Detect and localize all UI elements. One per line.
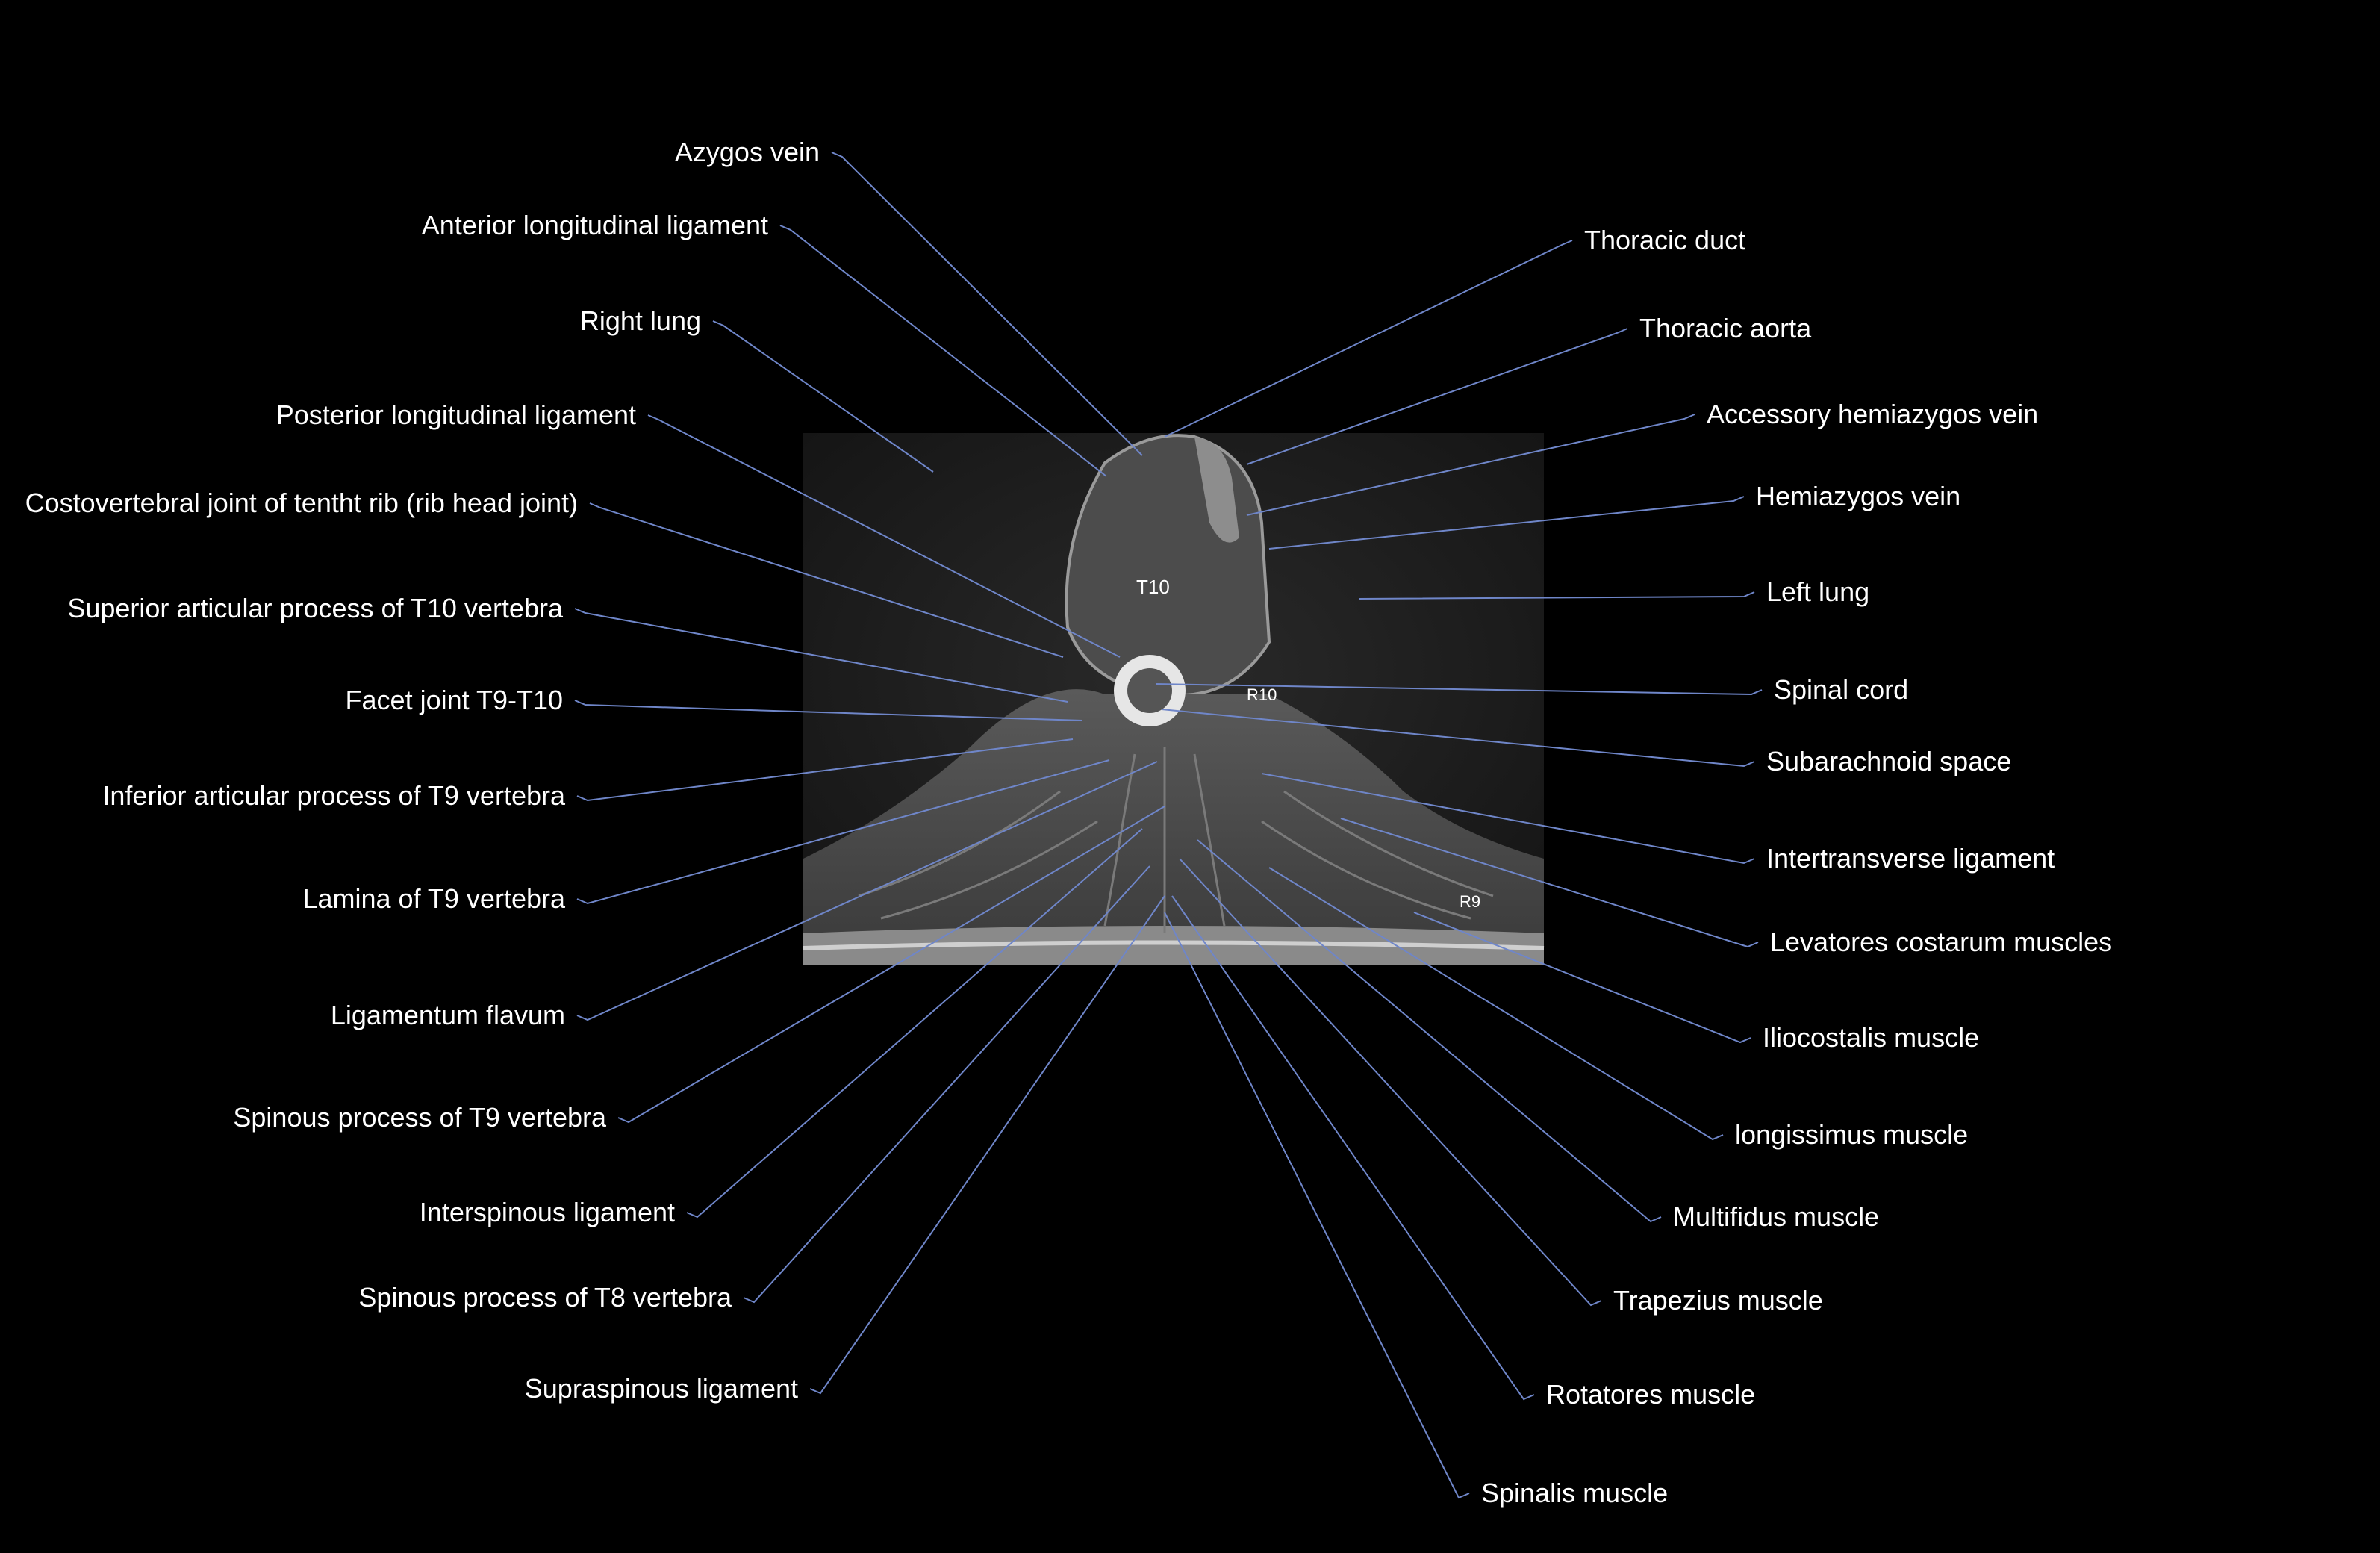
label-posterior-longitudinal-ligament: Posterior longitudinal ligament (275, 399, 636, 430)
label-hemiazygos-vein: Hemiazygos vein (1756, 481, 1961, 511)
cord-core (1127, 668, 1172, 713)
leader-line (1340, 818, 1759, 948)
skin-line (803, 940, 1545, 950)
paraspinal-muscles (803, 689, 1544, 963)
label-subarachnoid-space: Subarachnoid space (1766, 746, 2012, 776)
label-thoracic-aorta: Thoracic aorta (1639, 313, 1812, 343)
leader-line (1164, 240, 1573, 438)
leader-line (574, 608, 1068, 703)
rib-marker-r10: R10 (1247, 685, 1277, 704)
leader-line (1246, 328, 1628, 465)
leader-line (1358, 591, 1755, 600)
label-facet-joint: Facet joint T9-T10 (345, 685, 563, 715)
label-iliocostalis: Iliocostalis muscle (1763, 1022, 1980, 1053)
leader-line (1413, 912, 1751, 1044)
label-anterior-longitudinal-ligament: Anterior longitudinal ligament (421, 210, 768, 240)
leader-line (809, 895, 1165, 1395)
leader-line (686, 828, 1143, 1219)
leader-line (1268, 867, 1724, 1141)
leader-line (576, 759, 1110, 905)
leader-line (1155, 683, 1763, 696)
leader-line (1197, 839, 1662, 1223)
leader-line (589, 502, 1064, 658)
label-azygos-vein: Azygos vein (674, 137, 820, 167)
leader-line (779, 225, 1107, 477)
label-spinous-process-t8: Spinous process of T8 vertebra (358, 1282, 732, 1313)
leader-line (1161, 709, 1755, 768)
label-lamina: Lamina of T9 vertebra (302, 883, 565, 914)
muscle-striations (858, 747, 1494, 933)
leader-line (1246, 414, 1695, 516)
leader-line (1268, 496, 1745, 550)
label-intertransverse-ligament: Intertransverse ligament (1766, 843, 2055, 874)
label-levatores-costarum: Levatores costarum muscles (1770, 927, 2113, 957)
label-thoracic-duct: Thoracic duct (1584, 225, 1746, 255)
leader-line (1171, 895, 1535, 1401)
vertebra-marker: T10 (1136, 576, 1170, 598)
label-supraspinous-ligament: Supraspinous ligament (524, 1373, 798, 1404)
leader-line (576, 761, 1158, 1021)
leader-line (712, 320, 934, 473)
label-spinous-process-t9: Spinous process of T9 vertebra (233, 1102, 606, 1133)
label-left-lung: Left lung (1766, 576, 1870, 607)
label-spinal-cord: Spinal cord (1774, 674, 1909, 705)
label-longissimus: longissimus muscle (1735, 1119, 1969, 1150)
label-inferior-articular-process: Inferior articular process of T9 vertebr… (102, 780, 565, 811)
rib-marker-r9: R9 (1460, 892, 1480, 911)
subcutaneous-fat (803, 926, 1544, 965)
leader-line (574, 700, 1083, 721)
aorta-edge (1194, 437, 1239, 543)
label-ligamentum-flavum: Ligamentum flavum (330, 1000, 565, 1030)
leader-line (1261, 773, 1755, 865)
leader-line (1179, 858, 1602, 1307)
label-spinalis: Spinalis muscle (1481, 1478, 1669, 1508)
leader-line (743, 865, 1150, 1304)
label-rotatores: Rotatores muscle (1546, 1379, 1756, 1410)
label-right-lung: Right lung (579, 305, 701, 336)
leader-line (617, 806, 1165, 1124)
label-superior-articular-process: Superior articular process of T10 verteb… (67, 593, 563, 623)
leader-line (576, 738, 1074, 802)
leader-line (1164, 912, 1470, 1499)
label-costovertebral-joint: Costovertebral joint of tentht rib (rib … (25, 488, 578, 518)
label-interspinous-ligament: Interspinous ligament (419, 1197, 675, 1227)
leader-line (831, 152, 1143, 456)
label-multifidus: Multifidus muscle (1673, 1201, 1880, 1232)
label-accessory-hemiazygos-vein: Accessory hemiazygos vein (1707, 399, 2039, 429)
label-trapezius: Trapezius muscle (1613, 1285, 1823, 1316)
leader-line (647, 414, 1121, 658)
